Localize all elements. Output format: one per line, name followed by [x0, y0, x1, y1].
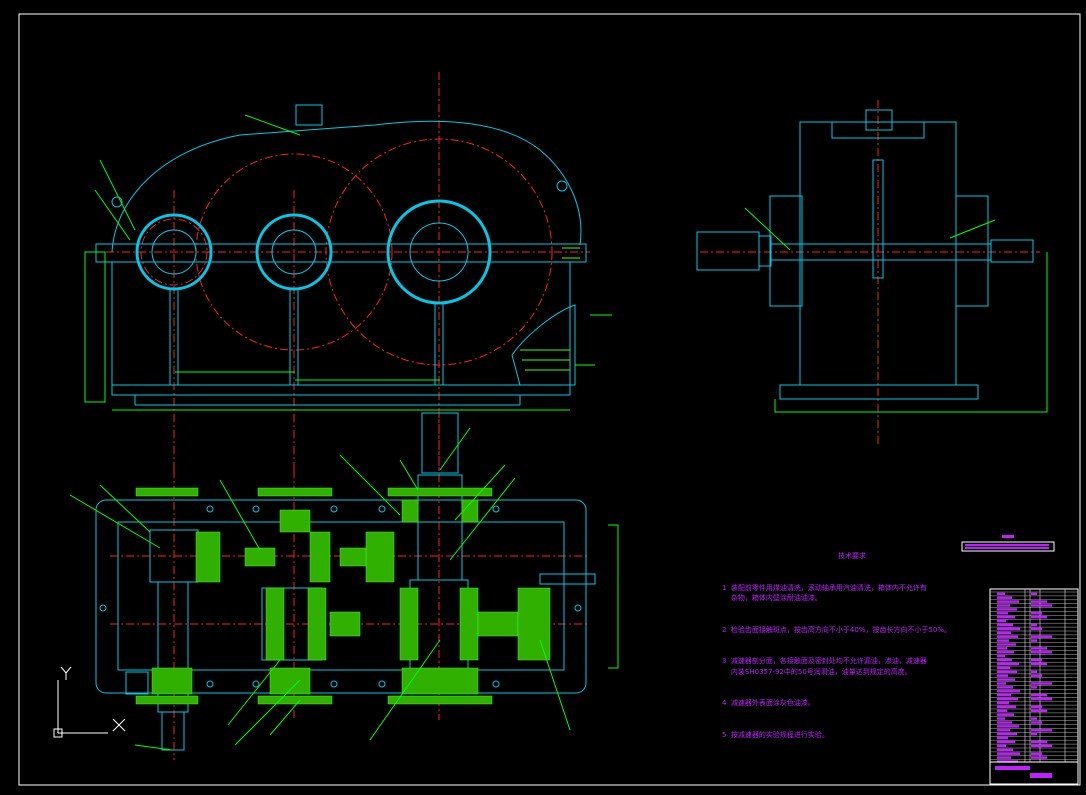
requirement-item: 5 按减速器的实验规程进行实验。: [722, 730, 829, 739]
ucs-icon: [53, 666, 126, 738]
revision-table: [961, 535, 1055, 552]
top-view-section: [69, 410, 619, 760]
drawing-border: [18, 13, 1081, 786]
requirement-item: 4 减速器外表面涂灰色油漆。: [722, 699, 815, 707]
requirements-title: 技术要求: [838, 552, 866, 560]
side-view: [696, 100, 1048, 445]
parts-list-table: [989, 588, 1079, 785]
front-view: [84, 72, 612, 470]
requirement-item: 3 减速器剖分面，各接触面及密封处均不允许漏油，渗油，减速器 内装SH0357-…: [722, 657, 927, 676]
requirement-item: 1 装配前零件用煤油清洗，滚动轴承用汽油清洗，箱体内不允许有 杂物，箱体内壁涂耐…: [722, 583, 927, 603]
requirement-item: 2 检验齿面接触斑点，按齿高方向不小于40%，按齿长方向不小于50%。: [722, 625, 952, 634]
technical-requirements: 技术要求 1 装配前零件用煤油清洗，滚动轴承用汽油清洗，箱体内不允许有 杂物，箱…: [722, 530, 962, 751]
